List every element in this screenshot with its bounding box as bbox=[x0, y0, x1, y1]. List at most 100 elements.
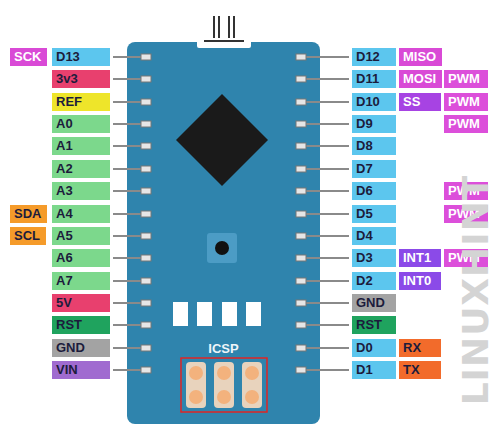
header-pin bbox=[141, 255, 151, 261]
pin-name: A7 bbox=[56, 272, 73, 290]
header-pin bbox=[296, 255, 306, 261]
board-outline: ICSP bbox=[127, 42, 320, 424]
pin-label: MISO bbox=[399, 48, 442, 66]
leader-line bbox=[113, 369, 145, 371]
header-pins bbox=[141, 54, 306, 373]
leader-line bbox=[113, 347, 145, 349]
leader-line bbox=[113, 302, 145, 304]
reset-button-cap bbox=[215, 241, 229, 255]
pin-name: VIN bbox=[56, 361, 78, 379]
leader-line bbox=[300, 145, 349, 147]
pin-label: D11 bbox=[352, 70, 396, 88]
pin-label: D8 bbox=[352, 137, 396, 155]
pin-name: PWM bbox=[448, 93, 480, 111]
header-pin bbox=[296, 143, 306, 149]
header-pin bbox=[296, 99, 306, 105]
pin-name: D9 bbox=[356, 115, 373, 133]
icsp-outline bbox=[181, 358, 267, 412]
leader-line bbox=[113, 235, 145, 237]
pin-name: PWM bbox=[448, 70, 480, 88]
header-pin bbox=[141, 54, 151, 60]
pin-name: GND bbox=[56, 339, 85, 357]
pin-name: 5V bbox=[56, 294, 72, 312]
pin-label: PWM bbox=[444, 70, 488, 88]
header-pin bbox=[141, 121, 151, 127]
pin-name: 3v3 bbox=[56, 70, 78, 88]
header-pin bbox=[141, 99, 151, 105]
pin-name: D5 bbox=[356, 205, 373, 223]
pin-name: A3 bbox=[56, 182, 73, 200]
leader-line bbox=[113, 168, 145, 170]
leader-line bbox=[113, 257, 145, 259]
pin-name: D13 bbox=[56, 48, 80, 66]
header-pin bbox=[296, 166, 306, 172]
pin-label: A2 bbox=[52, 160, 110, 178]
pin-label: D2 bbox=[352, 272, 396, 290]
pin-name: D3 bbox=[356, 249, 373, 267]
pin-label: 5V bbox=[52, 294, 110, 312]
pin-label: RST bbox=[352, 316, 396, 334]
leader-line bbox=[300, 123, 349, 125]
header-label: ICSP bbox=[127, 340, 320, 358]
pin-name: D7 bbox=[356, 160, 373, 178]
pin-label: REF bbox=[52, 93, 110, 111]
header-pin bbox=[296, 188, 306, 194]
pin-label: 3v3 bbox=[52, 70, 110, 88]
pin-label: D5 bbox=[352, 205, 396, 223]
pin-name: RX bbox=[403, 339, 421, 357]
pin-label: SCK bbox=[10, 48, 47, 66]
pin-label: D10 bbox=[352, 93, 396, 111]
leader-lines bbox=[113, 57, 349, 370]
header-pin bbox=[296, 54, 306, 60]
pin-name: RST bbox=[356, 316, 382, 334]
pin-name: TX bbox=[403, 361, 420, 379]
header-pin bbox=[141, 211, 151, 217]
header-pin bbox=[296, 322, 306, 328]
pin-label: D3 bbox=[352, 249, 396, 267]
icsp-pin bbox=[245, 390, 259, 404]
reset-button bbox=[207, 233, 237, 263]
pin-label: D9 bbox=[352, 115, 396, 133]
smd-part bbox=[222, 302, 237, 326]
header-pin bbox=[296, 121, 306, 127]
header-pin bbox=[296, 211, 306, 217]
leader-line bbox=[300, 280, 349, 282]
pin-label: SDA bbox=[10, 205, 47, 223]
leader-line bbox=[300, 302, 349, 304]
pin-label: GND bbox=[52, 339, 110, 357]
pin-label: VIN bbox=[52, 361, 110, 379]
pin-name: SDA bbox=[14, 205, 41, 223]
pin-name: REF bbox=[56, 93, 82, 111]
pin-name: D12 bbox=[356, 48, 380, 66]
icsp-pin bbox=[189, 390, 203, 404]
icsp-pin bbox=[217, 366, 231, 380]
header-pin bbox=[141, 166, 151, 172]
header-pin bbox=[296, 345, 306, 351]
header-pin bbox=[141, 322, 151, 328]
leader-line bbox=[113, 280, 145, 282]
pin-label: D7 bbox=[352, 160, 396, 178]
icsp-pin bbox=[217, 390, 231, 404]
header-pin bbox=[141, 233, 151, 239]
pin-label: D0 bbox=[352, 339, 396, 357]
header-pin bbox=[296, 278, 306, 284]
leader-line bbox=[300, 190, 349, 192]
leader-line bbox=[113, 101, 145, 103]
header-pin bbox=[296, 367, 306, 373]
leader-line bbox=[300, 324, 349, 326]
leader-line bbox=[113, 213, 145, 215]
pin-label: MOSI bbox=[399, 70, 442, 88]
pin-label: D1 bbox=[352, 361, 396, 379]
pin-name: A2 bbox=[56, 160, 73, 178]
pin-name: D2 bbox=[356, 272, 373, 290]
pin-label: D13 bbox=[52, 48, 110, 66]
pin-label: INT0 bbox=[399, 272, 441, 290]
leader-line bbox=[300, 213, 349, 215]
header-pin bbox=[141, 278, 151, 284]
pin-label: RST bbox=[52, 316, 110, 334]
pin-name: D4 bbox=[356, 227, 373, 245]
board bbox=[127, 42, 320, 424]
pin-label: SS bbox=[399, 93, 441, 111]
icsp-pad bbox=[214, 362, 234, 408]
pin-name: A4 bbox=[56, 205, 73, 223]
